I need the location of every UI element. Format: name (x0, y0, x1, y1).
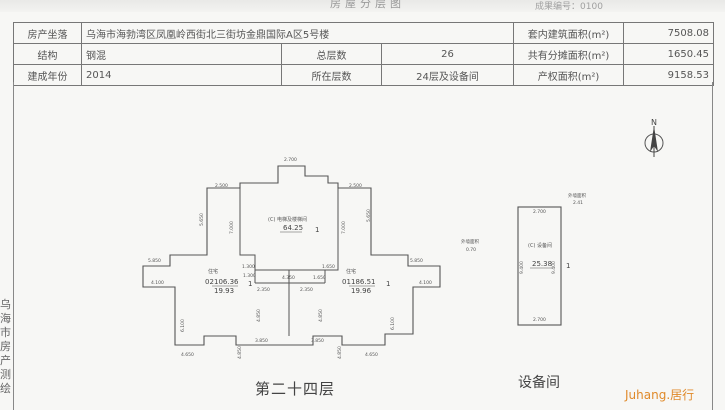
stamp-char: 乌 (0, 298, 11, 311)
stamp-char: 海 (0, 312, 11, 325)
room-equip-name: (C) 设备间 (528, 242, 552, 249)
room-core-area: 64.25 (283, 224, 303, 232)
room-equip-area: 25.38 (532, 260, 552, 268)
dim-label: 2.500 (215, 183, 228, 189)
dim-label: 6.100 (390, 317, 396, 330)
stamp-char: 绘 (0, 382, 11, 395)
dim-label: 4.850 (337, 346, 343, 359)
dim-label: 6.100 (180, 319, 186, 332)
stamp-char: 市 (0, 326, 11, 339)
dim-label: 1.650 (322, 264, 335, 270)
stamp-char: 产 (0, 354, 11, 367)
floor-value: 24层及设备间 (380, 64, 515, 86)
dim-label: 3.850 (255, 338, 268, 344)
frame-left-line (13, 82, 14, 410)
document-ref: 成果编号：0100 (535, 0, 603, 12)
floor-name-label: 第二十四层 (255, 380, 336, 398)
dim-label: 1.650 (313, 275, 326, 281)
surveyor-stamp: 乌 海 市 房 产 测 绘 (0, 298, 14, 396)
dim-label: 9.400 (519, 261, 525, 274)
external-wall-value-2: 2.41 (573, 200, 583, 206)
stamp-char: 房 (0, 340, 11, 353)
dim-label: 2.350 (300, 287, 313, 293)
dim-label: 4.650 (365, 352, 378, 358)
equipment-room-label: 设备间 (518, 375, 560, 391)
document-ref-label: 成果编号： (535, 2, 581, 12)
dim-label: 4.850 (237, 346, 243, 359)
dim-label: 4.650 (181, 352, 194, 358)
dim-label: 4.850 (256, 309, 262, 322)
room-01-area2: 19.96 (351, 287, 372, 295)
dim-label: 7.000 (229, 221, 235, 234)
room-core-mark: 1 (315, 226, 319, 234)
external-wall-label-1: 外墙面积 (461, 238, 479, 245)
dim-label: 2.700 (533, 209, 546, 215)
dim-label: 5.850 (410, 258, 423, 264)
property-info-table: 房产坐落 乌海市海勃湾区凤凰岭西街北三街坊金鼎国际A区5号楼 套内建筑面积(m²… (13, 22, 715, 86)
equipment-room-outline (517, 206, 562, 326)
room-01-area: 186.51 (351, 278, 376, 286)
room-core-name: (C) 电梯及楼梯间 (268, 216, 307, 223)
dim-label: 5.850 (148, 258, 161, 264)
compass-icon (644, 126, 664, 157)
dim-label: 2.350 (257, 287, 270, 293)
dim-label: 5.650 (199, 213, 205, 226)
room-01-code: 01 (342, 278, 351, 286)
top-strip (0, 0, 725, 12)
dim-label: 1.300 (242, 264, 255, 270)
dim-label: 4.100 (151, 280, 164, 286)
dim-label: 2.500 (349, 183, 362, 189)
dim-label: 4.850 (318, 309, 324, 322)
room-equip-mark: 1 (566, 262, 570, 270)
stamp-char: 测 (0, 368, 11, 381)
dim-label: 1.300 (243, 273, 256, 279)
compass-letter: N (651, 118, 657, 127)
site-watermark: Juhang.居行 (625, 388, 695, 402)
external-wall-value-1: 0.70 (466, 247, 476, 253)
room-02-mark: 1 (248, 280, 252, 288)
dim-label: 5.650 (366, 209, 372, 222)
property-area-value: 9158.53 (623, 64, 715, 86)
document-ref-tail: 0100 (580, 2, 603, 12)
dim-label: 4.350 (282, 275, 295, 281)
room-02-code: 02 (205, 278, 214, 286)
table-row: 建成年份 2014 所在层数 24层及设备间 产权面积(m²) 9158.53 (13, 64, 715, 86)
property-area-label: 产权面积(m²) (513, 64, 625, 86)
dim-label: 4.100 (419, 280, 432, 286)
table-row: 结构 钢混 总层数 26 共有分摊面积(m²) 1650.45 (13, 43, 715, 65)
dim-label: 9.400 (551, 261, 557, 274)
room-02-area2: 19.93 (214, 287, 234, 295)
room-02-name: 住宅 (208, 268, 218, 275)
dim-label: 7.000 (341, 221, 347, 234)
room-02-area: 106.36 (214, 278, 239, 286)
dim-label: 2.700 (533, 317, 546, 323)
external-wall-label-2: 外墙面积 (568, 192, 586, 199)
dim-label: 2.700 (284, 157, 297, 163)
room-01-name: 住宅 (346, 268, 356, 275)
dim-label: 3.850 (311, 338, 324, 344)
room-01-mark: 1 (386, 280, 390, 288)
page-title: 房屋分层图 (330, 0, 405, 10)
frame-right-line (712, 82, 713, 410)
